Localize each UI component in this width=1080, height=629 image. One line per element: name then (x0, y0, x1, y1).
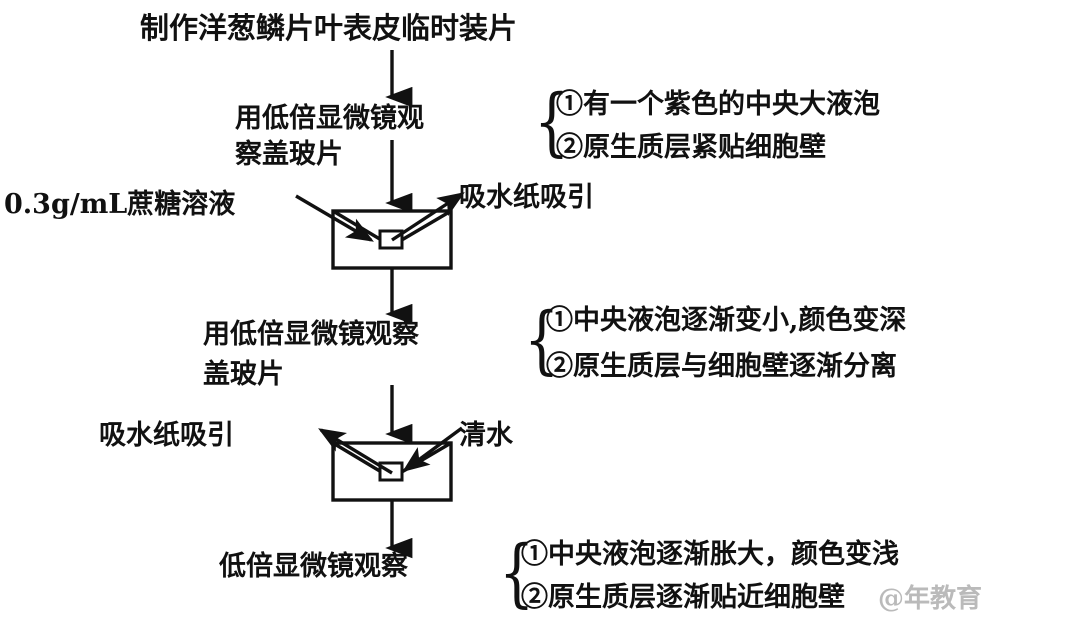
label-blotting-paper-left: 吸水纸吸引 (99, 420, 234, 451)
arrow-sucrose-into-slide1 (295, 194, 374, 242)
label-blotting-paper-right: 吸水纸吸引 (459, 182, 594, 213)
step-observe-1-line1: 用低倍显微镜观 (235, 103, 424, 134)
brace-observation-1: { (534, 79, 570, 165)
watermark-text: @年教育 (878, 584, 983, 614)
observation-group-1-line1: ①有一个紫色的中央大液泡 (556, 89, 880, 120)
brace-observation-2: { (524, 297, 560, 383)
step-observe-2-line2: 盖玻片 (203, 359, 284, 390)
brace-observation-3: { (499, 530, 535, 616)
observation-group-2-line2: ②原生质层与细胞壁逐渐分离 (546, 351, 897, 382)
observation-group-2-line1: ①中央液泡逐渐变小,颜色变深 (546, 305, 907, 336)
arrow-water-into-slide2 (402, 426, 464, 473)
label-clear-water: 清水 (459, 420, 513, 451)
label-sucrose-solution: 0.3g/mL蔗糖溶液 (4, 189, 236, 220)
slide-diagram-1 (331, 209, 453, 270)
arrow-slide1-to-blotting-paper (391, 192, 465, 242)
slide-diagram-2 (331, 441, 453, 502)
observation-group-3-line1: ①中央液泡逐渐胀大，颜色变浅 (521, 539, 899, 570)
step-observe-3-line1: 低倍显微镜观察 (219, 551, 408, 582)
step-observe-2-line1: 用低倍显微镜观察 (203, 319, 419, 350)
observation-group-3-line2: ②原生质层逐渐贴近细胞壁 (521, 582, 845, 613)
arrow-slide2-to-blotting-paper (318, 428, 393, 475)
step-observe-1-line2: 察盖玻片 (235, 139, 343, 170)
page-title: 制作洋葱鳞片叶表皮临时装片 (140, 11, 518, 45)
observation-group-1-line2: ②原生质层紧贴细胞壁 (556, 132, 826, 163)
